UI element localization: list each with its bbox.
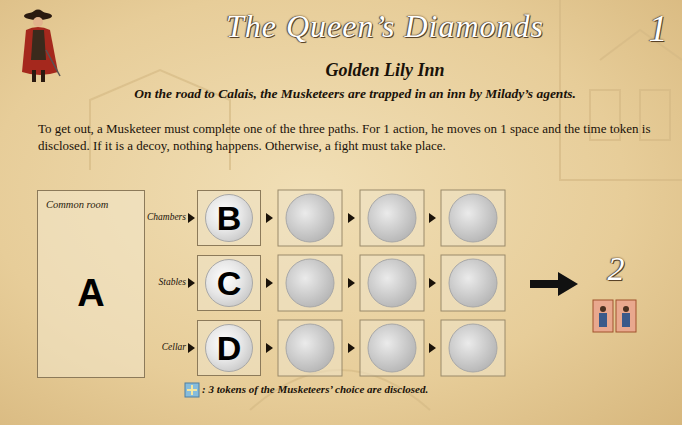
path-label: Cellar xyxy=(146,342,186,352)
lily-icon xyxy=(185,383,199,397)
next-card-number: 2 xyxy=(596,250,636,288)
location-name: Golden Lily Inn xyxy=(190,60,580,81)
area-letter: D xyxy=(198,321,260,375)
area-letter: C xyxy=(198,256,260,310)
flavour-text: On the road to Calais, the Musketeers ar… xyxy=(40,86,670,102)
room-name: Common room xyxy=(38,191,144,210)
card-number: 1 xyxy=(640,6,676,50)
musketeer-figure xyxy=(22,10,60,83)
path-space: D xyxy=(197,320,261,376)
common-room-box: Common roomA xyxy=(37,190,145,378)
path-label: Chambers xyxy=(146,212,186,222)
rule-text: To get out, a Musketeer must complete on… xyxy=(38,120,663,154)
path-space: B xyxy=(197,190,261,246)
token-circles xyxy=(286,194,497,372)
special-rule: : 3 tokens of the Musketeers’ choice are… xyxy=(202,383,622,395)
path-spaces xyxy=(278,190,505,376)
exit-arrow xyxy=(530,272,578,296)
card-title: The Queen’s Diamonds xyxy=(190,8,580,45)
path-space: C xyxy=(197,255,261,311)
background-buildings xyxy=(90,0,682,410)
path-label: Stables xyxy=(146,277,186,287)
area-letter: A xyxy=(38,210,144,377)
musketeer-cards-icon xyxy=(593,300,636,332)
area-letter: B xyxy=(198,191,260,245)
